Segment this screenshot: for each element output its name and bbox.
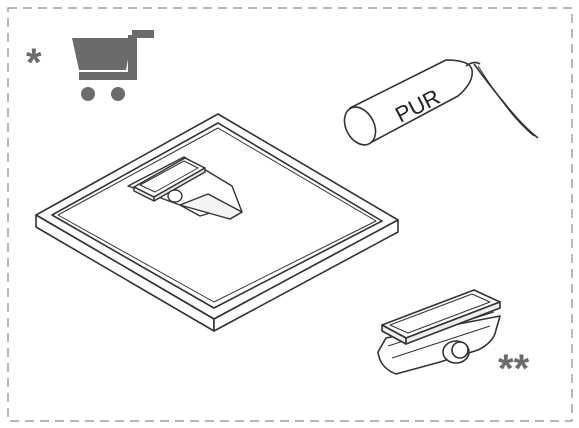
shopping-cart-icon [72, 30, 154, 101]
tray-drain-cutout [127, 156, 243, 220]
dashed-frame [7, 7, 573, 422]
drain-unit [377, 289, 501, 375]
asterisk-marker-double: ** [498, 347, 530, 391]
shower-tray [35, 113, 399, 332]
pur-foam-can [343, 59, 539, 146]
asterisk-marker-single: * [26, 41, 42, 85]
